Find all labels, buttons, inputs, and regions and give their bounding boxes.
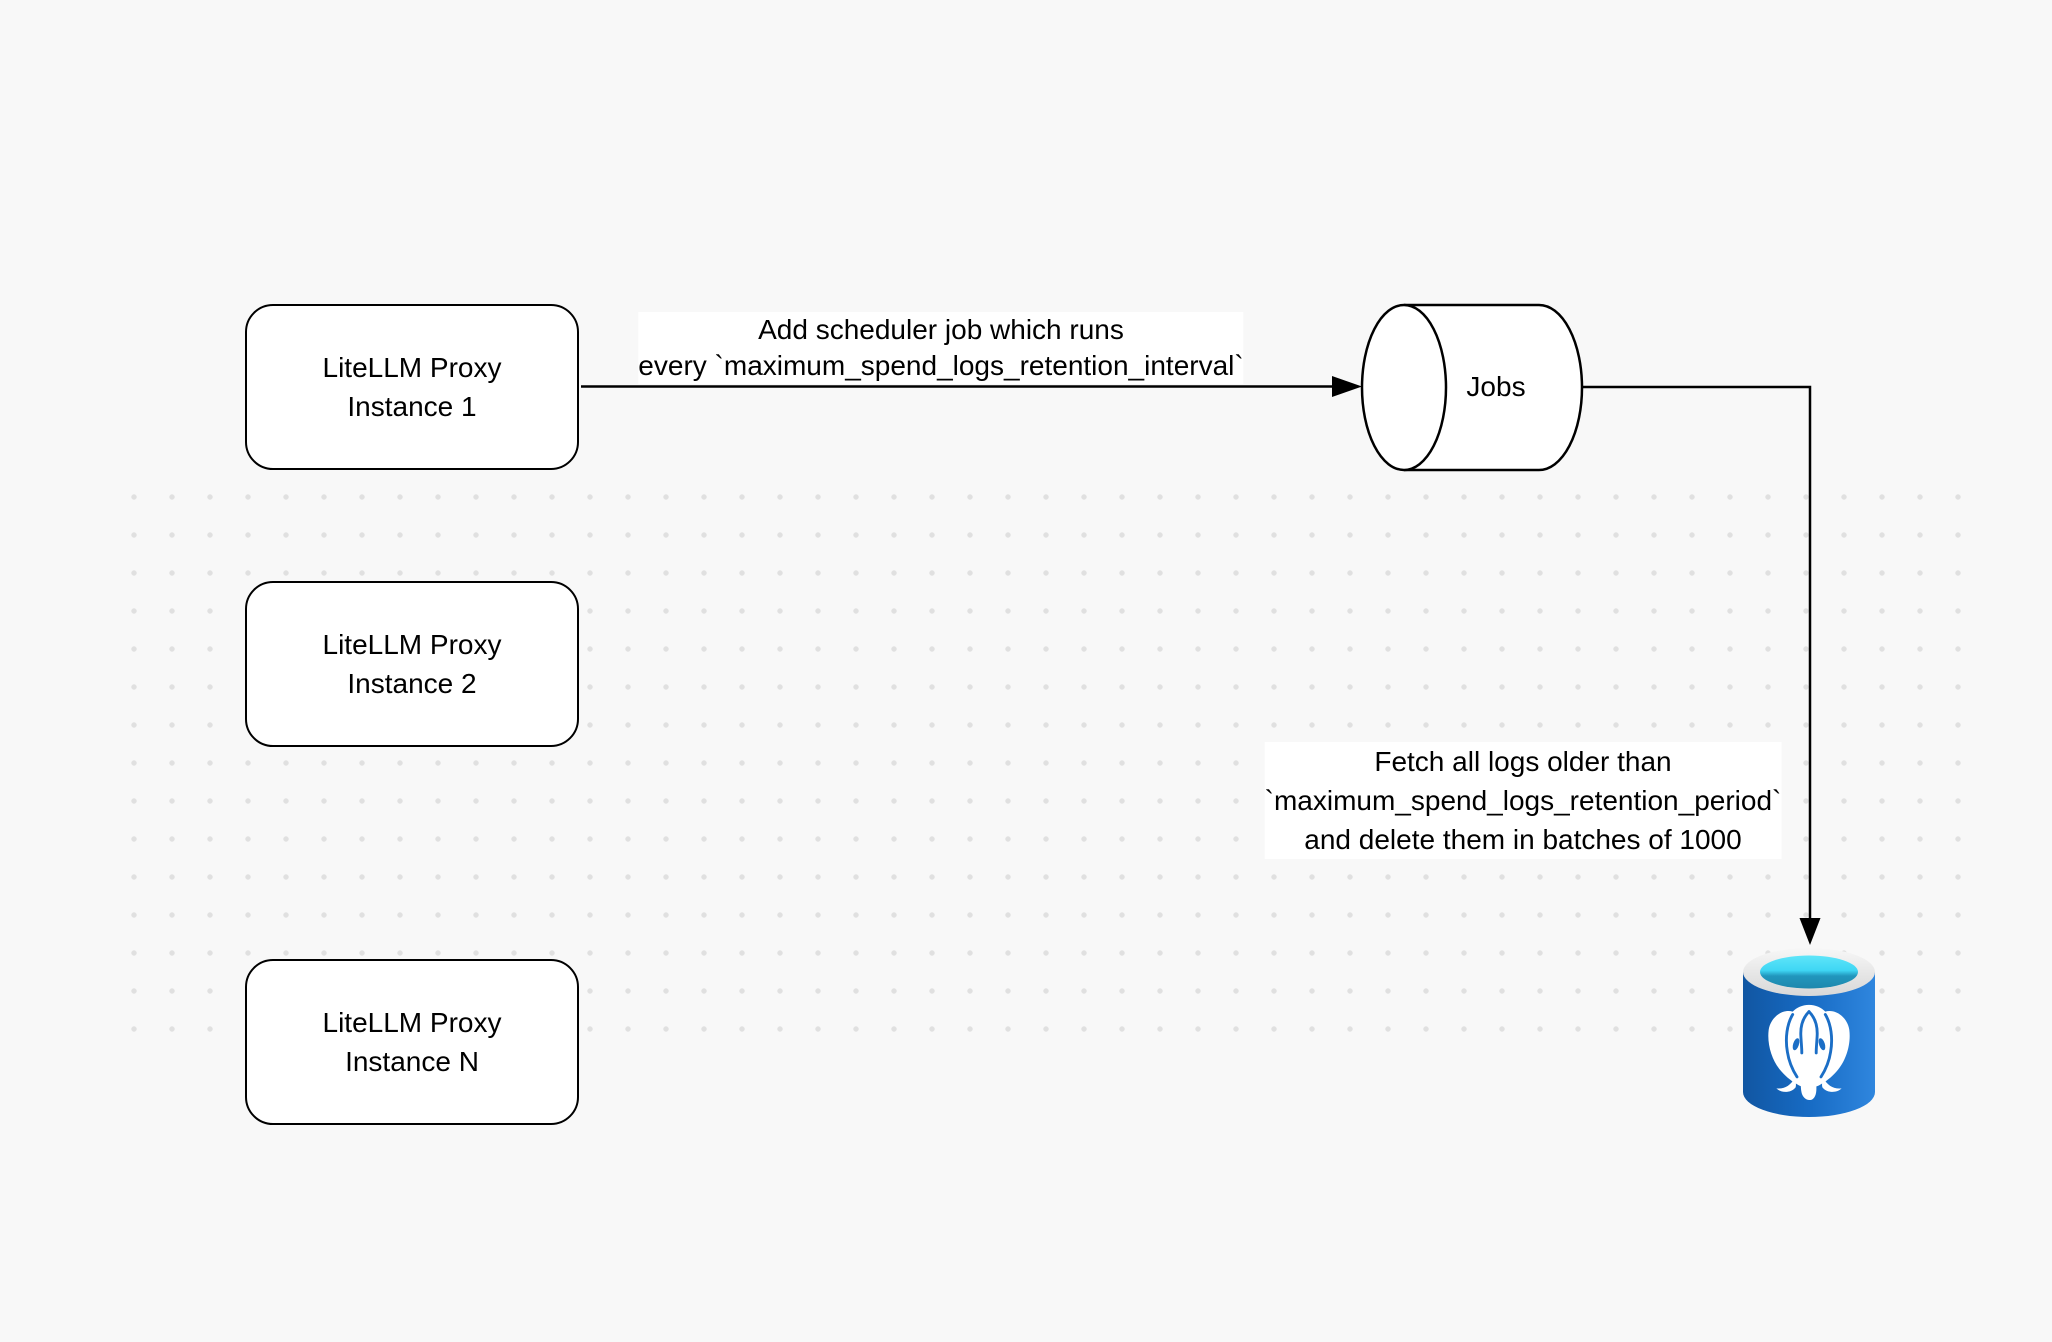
node-label: LiteLLM Proxy Instance 1	[323, 348, 502, 426]
edge-label-line: Add scheduler job which runs	[758, 314, 1124, 345]
cylinder-body	[1404, 305, 1582, 470]
postgresql-icon[interactable]	[1743, 948, 1875, 1117]
node-label-line: LiteLLM Proxy	[322, 352, 502, 383]
node-label-line: LiteLLM Proxy	[322, 1007, 502, 1038]
edge-line	[1582, 385, 1812, 922]
cylinder-outline	[1404, 303, 1584, 472]
node-jobs-cylinder[interactable]	[1360, 303, 1584, 472]
node-litellm-proxy-instance-1[interactable]: LiteLLM Proxy Instance 1	[245, 304, 579, 470]
node-label: LiteLLM Proxy Instance 2	[323, 625, 502, 703]
edge-label-line: every `maximum_spend_logs_retention_inte…	[638, 350, 1244, 381]
node-label-line: Instance 1	[347, 391, 477, 422]
edge-label-fetch-delete: Fetch all logs older than `maximum_spend…	[1264, 742, 1782, 859]
node-label-line: LiteLLM Proxy	[322, 629, 502, 660]
node-label: LiteLLM Proxy Instance N	[323, 1003, 502, 1081]
edge-label-line: and delete them in batches of 1000	[1304, 824, 1742, 855]
cylinder-left-cap	[1360, 303, 1448, 472]
node-litellm-proxy-instance-n[interactable]: LiteLLM Proxy Instance N	[245, 959, 579, 1125]
jobs-node-label: Jobs	[1466, 371, 1526, 402]
node-label-line: Instance 2	[347, 668, 477, 699]
node-label-line: Instance N	[345, 1046, 479, 1077]
edge-fetch-arrow[interactable]	[1582, 385, 1821, 945]
arrowhead-right-icon	[1332, 376, 1362, 397]
edge-scheduler-arrow[interactable]	[581, 376, 1362, 397]
postgres-elephant-icon	[1768, 1004, 1850, 1101]
edge-label-line: `maximum_spend_logs_retention_period`	[1264, 785, 1782, 816]
db-water-surface	[1760, 955, 1858, 989]
edge-label-line: Fetch all logs older than	[1374, 746, 1672, 777]
arrowhead-down-icon	[1799, 918, 1821, 945]
node-litellm-proxy-instance-2[interactable]: LiteLLM Proxy Instance 2	[245, 581, 579, 747]
edge-label-scheduler: Add scheduler job which runs every `maxi…	[638, 312, 1244, 384]
